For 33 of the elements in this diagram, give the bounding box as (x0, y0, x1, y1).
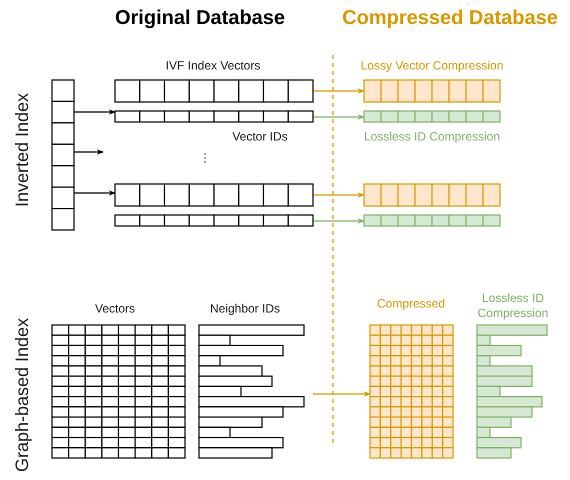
inverted-list-column (52, 80, 74, 230)
arrow (74, 190, 116, 196)
arrow (74, 149, 104, 155)
caption: Lossless ID Compression (364, 130, 500, 144)
caption: Vectors (94, 302, 136, 316)
caption: Compressed (376, 296, 446, 312)
arrow (313, 114, 365, 120)
arrow (313, 391, 371, 397)
arrow (313, 192, 365, 198)
arrow (313, 88, 365, 94)
vector-array (115, 80, 313, 102)
compressed-vector-grid (370, 325, 453, 458)
compressed-id-array (364, 215, 500, 226)
caption: Lossy Vector Compression (360, 58, 504, 74)
compressed-id-bars (477, 325, 547, 458)
neighbor-id-bars (199, 325, 304, 458)
caption: IVF Index Vectors (166, 58, 260, 74)
compressed-vector-array (364, 184, 500, 206)
heading: Original Database (114, 6, 286, 30)
arrow (313, 218, 365, 224)
compressed-vector-array (364, 80, 500, 102)
axis-title: Graph-based Index (11, 318, 33, 472)
id-array (115, 215, 313, 226)
arrow (74, 109, 116, 115)
heading: Compressed Database (342, 6, 558, 30)
caption: Neighbor IDs (210, 302, 280, 316)
caption: Vector IDs (232, 130, 288, 144)
caption: Lossless ID Compression (476, 291, 550, 321)
id-array (115, 111, 313, 122)
axis-title: Inverted Index (11, 92, 33, 208)
compressed-id-array (364, 111, 500, 122)
vector-array (115, 184, 313, 206)
vector-grid (52, 325, 185, 458)
